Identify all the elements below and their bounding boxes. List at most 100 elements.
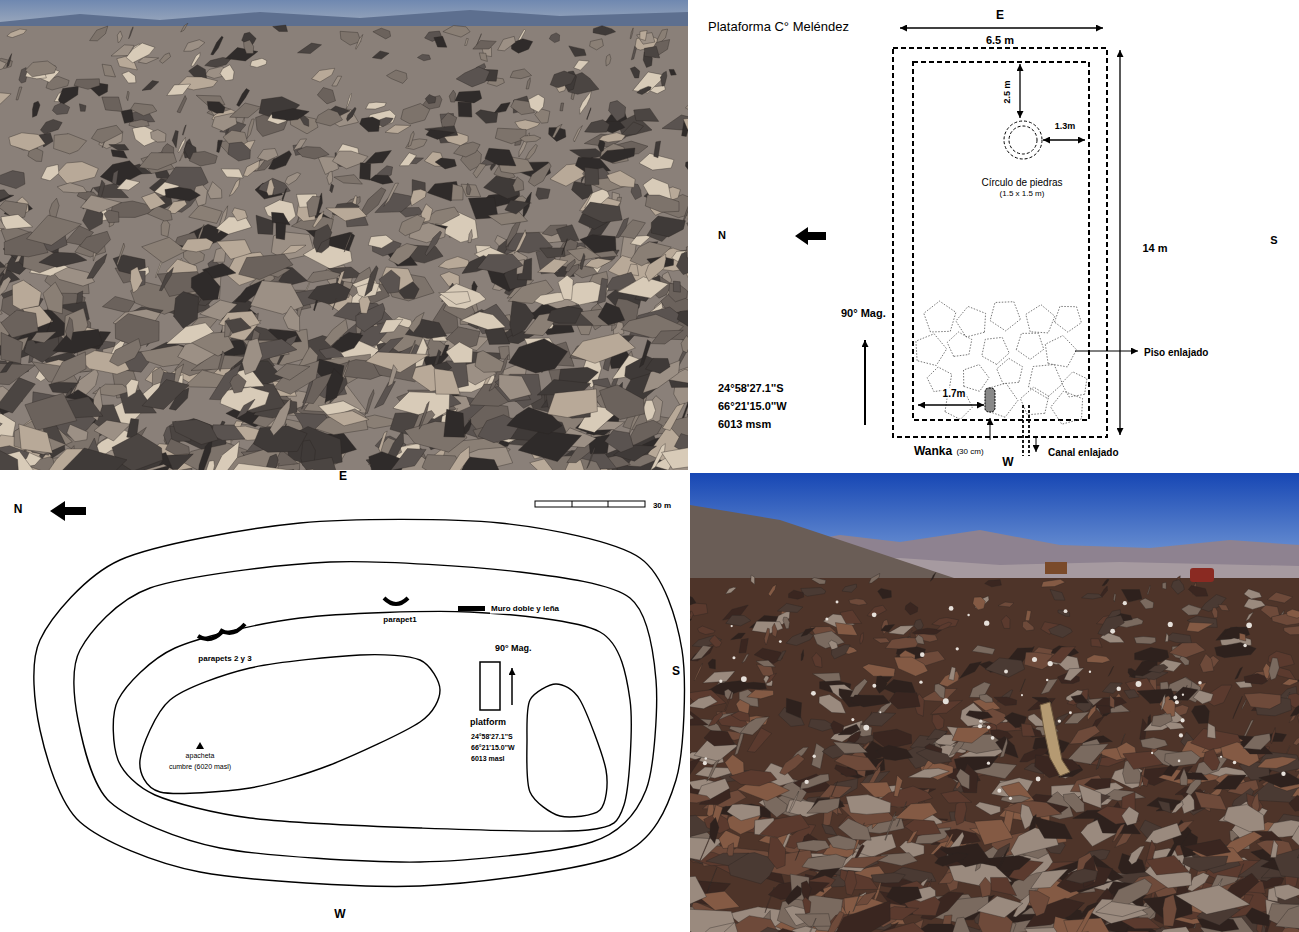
rock bbox=[456, 67, 490, 87]
pebble bbox=[720, 680, 722, 682]
rock bbox=[109, 145, 129, 151]
rock bbox=[526, 144, 538, 159]
rock bbox=[707, 760, 719, 782]
rock bbox=[39, 252, 87, 267]
rock bbox=[760, 814, 810, 837]
rock bbox=[43, 282, 63, 314]
rock bbox=[53, 329, 103, 353]
rock bbox=[1257, 757, 1297, 769]
rock bbox=[692, 646, 712, 661]
rock bbox=[317, 238, 330, 253]
rock bbox=[952, 917, 970, 932]
rock bbox=[1123, 751, 1163, 769]
rock bbox=[1103, 683, 1123, 694]
rock bbox=[585, 120, 610, 133]
rock bbox=[344, 232, 352, 252]
rock bbox=[1141, 738, 1168, 750]
rock bbox=[878, 588, 892, 598]
rock bbox=[538, 259, 568, 273]
rock bbox=[444, 409, 465, 437]
rock bbox=[873, 638, 890, 643]
rock bbox=[725, 691, 732, 710]
rock bbox=[739, 638, 748, 653]
pebble bbox=[1036, 777, 1041, 782]
pebble bbox=[991, 736, 995, 740]
rock bbox=[835, 623, 857, 636]
rock bbox=[1087, 705, 1096, 720]
pebble bbox=[811, 691, 816, 696]
rock bbox=[686, 245, 688, 258]
rock bbox=[102, 64, 115, 77]
rock bbox=[1124, 690, 1139, 699]
rock bbox=[966, 711, 993, 720]
rock bbox=[408, 131, 414, 147]
rock bbox=[550, 71, 575, 88]
rock bbox=[221, 169, 243, 178]
rock bbox=[360, 188, 386, 215]
rock bbox=[332, 76, 342, 86]
rock bbox=[40, 119, 62, 134]
rock bbox=[272, 109, 309, 121]
rock bbox=[840, 610, 862, 624]
rock bbox=[777, 603, 803, 612]
rock bbox=[172, 131, 178, 148]
rock bbox=[1200, 654, 1214, 673]
rock bbox=[562, 239, 567, 255]
rock bbox=[1048, 647, 1076, 664]
rock bbox=[455, 91, 482, 103]
rock bbox=[282, 189, 287, 201]
rock bbox=[332, 332, 363, 352]
rock bbox=[57, 162, 98, 184]
rock bbox=[849, 599, 867, 606]
rock bbox=[735, 732, 744, 755]
rock bbox=[178, 137, 186, 152]
rock bbox=[617, 277, 668, 298]
rock bbox=[1183, 856, 1228, 872]
rock bbox=[236, 399, 255, 419]
rock bbox=[1186, 773, 1208, 781]
rock bbox=[466, 183, 471, 195]
rock bbox=[802, 854, 846, 870]
rock bbox=[850, 695, 890, 707]
rock bbox=[387, 70, 408, 83]
pebble bbox=[979, 720, 982, 723]
rock bbox=[439, 292, 471, 305]
rock bbox=[285, 173, 301, 185]
rock bbox=[1259, 772, 1299, 788]
rock bbox=[1243, 733, 1271, 749]
rock bbox=[220, 65, 234, 81]
rock bbox=[726, 615, 751, 626]
rock bbox=[582, 202, 623, 223]
rock bbox=[580, 91, 592, 114]
rock bbox=[1032, 816, 1073, 839]
rock bbox=[1142, 775, 1149, 786]
rock bbox=[838, 724, 860, 735]
rock bbox=[494, 102, 510, 113]
rock bbox=[399, 153, 416, 166]
rock bbox=[1057, 866, 1113, 893]
rock bbox=[1152, 714, 1173, 727]
rock bbox=[552, 124, 562, 138]
rock bbox=[468, 229, 473, 242]
rock bbox=[571, 333, 635, 363]
rock bbox=[1082, 594, 1103, 600]
rock bbox=[1118, 928, 1128, 932]
rock bbox=[1193, 690, 1213, 704]
rock bbox=[708, 659, 715, 669]
rock bbox=[1134, 637, 1156, 644]
rock bbox=[1135, 648, 1169, 663]
rock bbox=[690, 792, 711, 803]
rock bbox=[731, 711, 750, 721]
rock bbox=[540, 248, 566, 258]
rock bbox=[709, 635, 721, 647]
rock bbox=[33, 101, 41, 117]
pebble bbox=[1179, 733, 1183, 737]
rock bbox=[1215, 642, 1256, 657]
rock bbox=[1000, 738, 1008, 758]
rock bbox=[213, 463, 293, 470]
rock bbox=[1148, 664, 1168, 673]
dimension-arrow bbox=[1019, 64, 1020, 118]
rock bbox=[871, 873, 905, 883]
rock bbox=[443, 26, 470, 38]
rock bbox=[1181, 605, 1201, 616]
